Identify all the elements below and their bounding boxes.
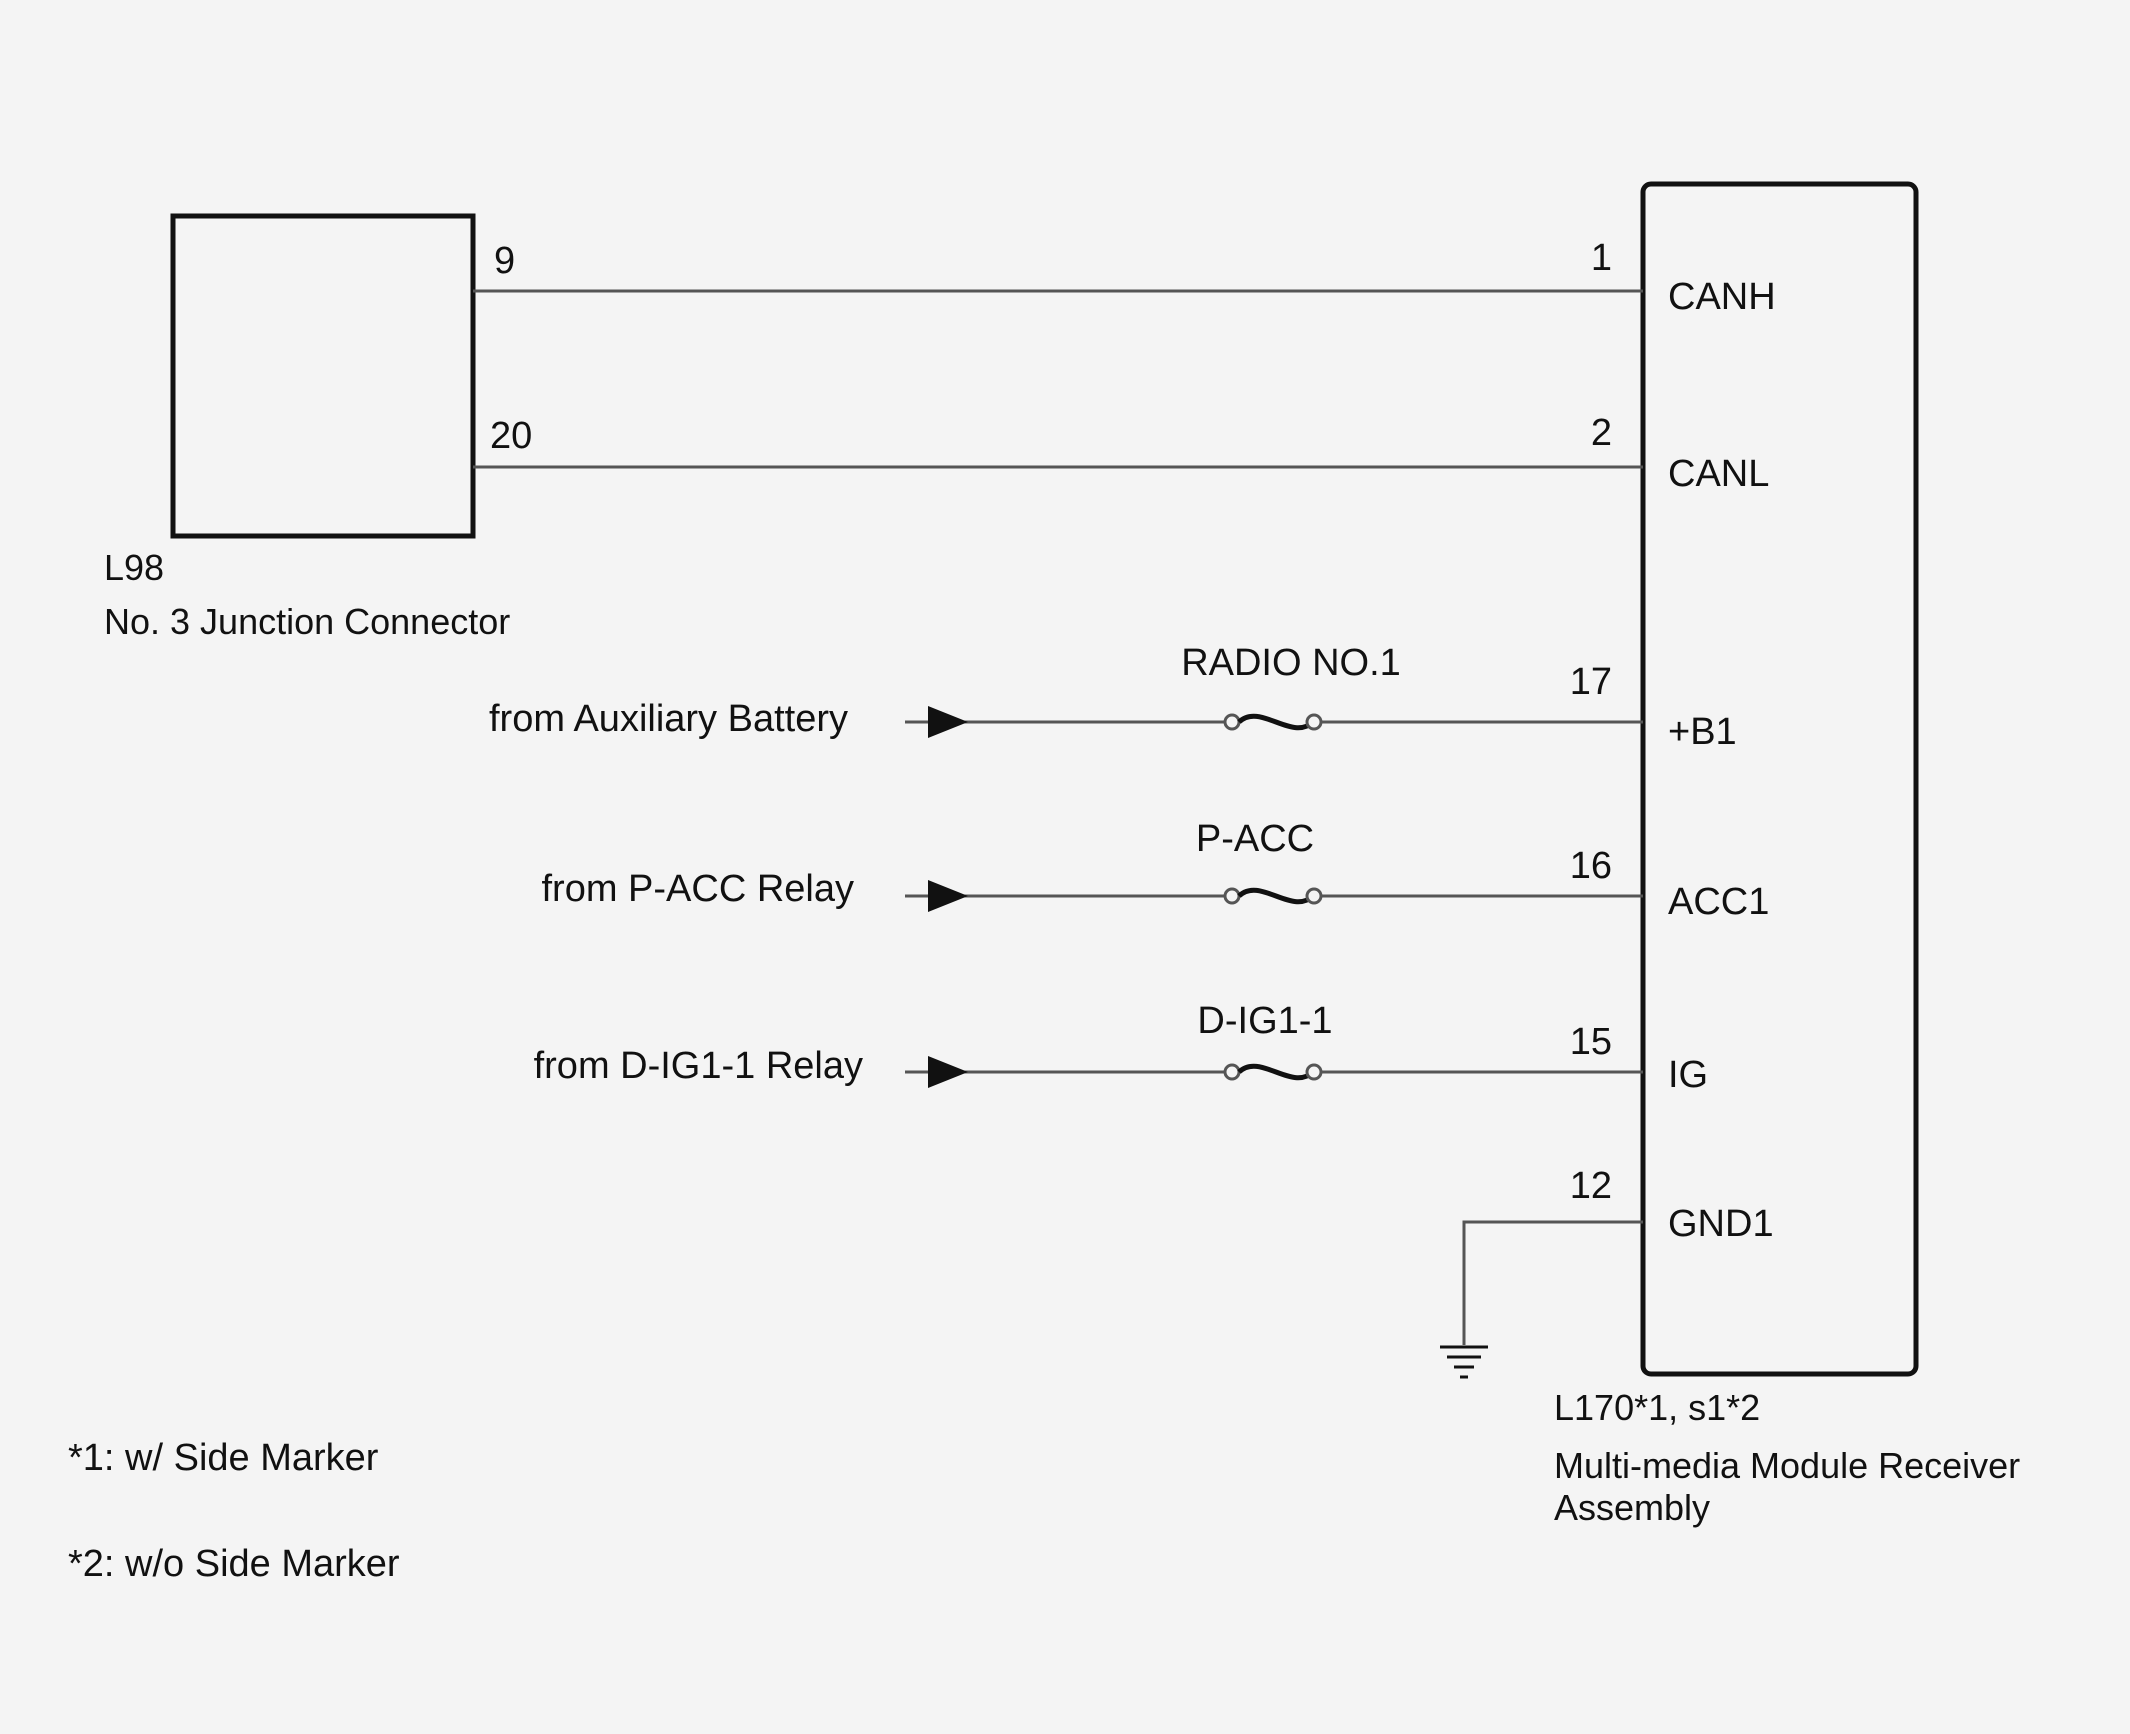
receiver-pin-number: 15 <box>1570 1021 1612 1063</box>
receiver-id: L170*1, s1*2 <box>1554 1387 1760 1428</box>
fuse-icon <box>1237 713 1315 731</box>
fuse-label: D-IG1-1 <box>1197 1000 1332 1042</box>
fuse-terminal-icon <box>1305 887 1323 905</box>
receiver-box <box>1640 181 1919 1377</box>
fuse-icon <box>1237 1063 1315 1081</box>
receiver-pin-name: CANH <box>1668 276 1776 318</box>
junction-connector-name: No. 3 Junction Connector <box>104 601 510 642</box>
receiver-name-line2: Assembly <box>1554 1487 1710 1528</box>
fuse-icon <box>1237 887 1315 905</box>
junction-pin-canh: 9 <box>494 240 515 282</box>
source-label: from D-IG1-1 Relay <box>534 1045 863 1087</box>
receiver-pin-number: 1 <box>1591 237 1612 279</box>
receiver-pin-number: 12 <box>1570 1165 1612 1207</box>
fuse-terminal-icon <box>1223 713 1241 731</box>
fuse-terminal-icon <box>1223 1063 1241 1081</box>
fuse-terminal-icon <box>1223 887 1241 905</box>
receiver-name-line1: Multi-media Module Receiver <box>1554 1445 2020 1486</box>
source-label: from Auxiliary Battery <box>489 698 848 740</box>
ground-wire <box>1462 1220 1643 1345</box>
receiver-pin-name: IG <box>1668 1054 1708 1096</box>
receiver-pin-name: ACC1 <box>1668 881 1769 923</box>
junction-connector-id: L98 <box>104 547 164 588</box>
ground-icon <box>1440 1345 1488 1379</box>
junction-pin-canl: 20 <box>490 415 532 457</box>
fuse-terminal-icon <box>1305 1063 1323 1081</box>
footnote: *1: w/ Side Marker <box>68 1437 379 1479</box>
arrow-head-icon <box>928 706 968 738</box>
receiver-pin-name: CANL <box>1668 453 1769 495</box>
arrow-head-icon <box>928 880 968 912</box>
arrow-head-icon <box>928 1056 968 1088</box>
fuse-terminal-icon <box>1305 713 1323 731</box>
fuse-label: P-ACC <box>1196 818 1314 860</box>
source-label: from P-ACC Relay <box>542 868 855 910</box>
receiver-pin-name: GND1 <box>1668 1203 1774 1245</box>
junction-connector-box <box>170 213 476 539</box>
receiver-pin-number: 2 <box>1591 412 1612 454</box>
footnote: *2: w/o Side Marker <box>68 1543 400 1585</box>
fuse-label: RADIO NO.1 <box>1181 642 1401 684</box>
receiver-pin-name: +B1 <box>1668 711 1737 753</box>
receiver-pin-number: 17 <box>1570 661 1612 703</box>
receiver-pin-number: 16 <box>1570 845 1612 887</box>
